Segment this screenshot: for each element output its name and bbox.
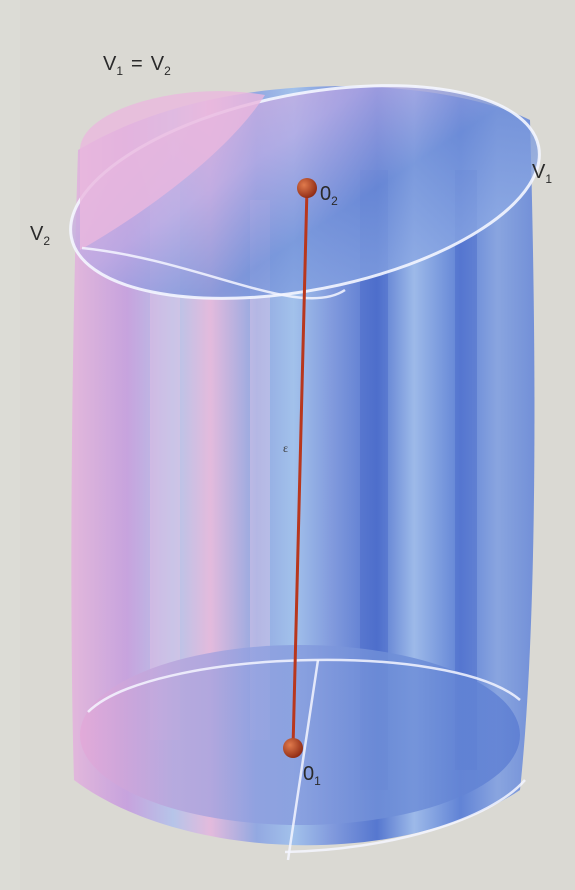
svg-text:V1=V2: V1=V2: [103, 53, 171, 78]
point-o1: [283, 738, 303, 758]
point-o2: [297, 178, 317, 198]
segment-midpoint-mark: ε: [283, 441, 288, 455]
equation-label: V1=V2: [103, 53, 171, 78]
